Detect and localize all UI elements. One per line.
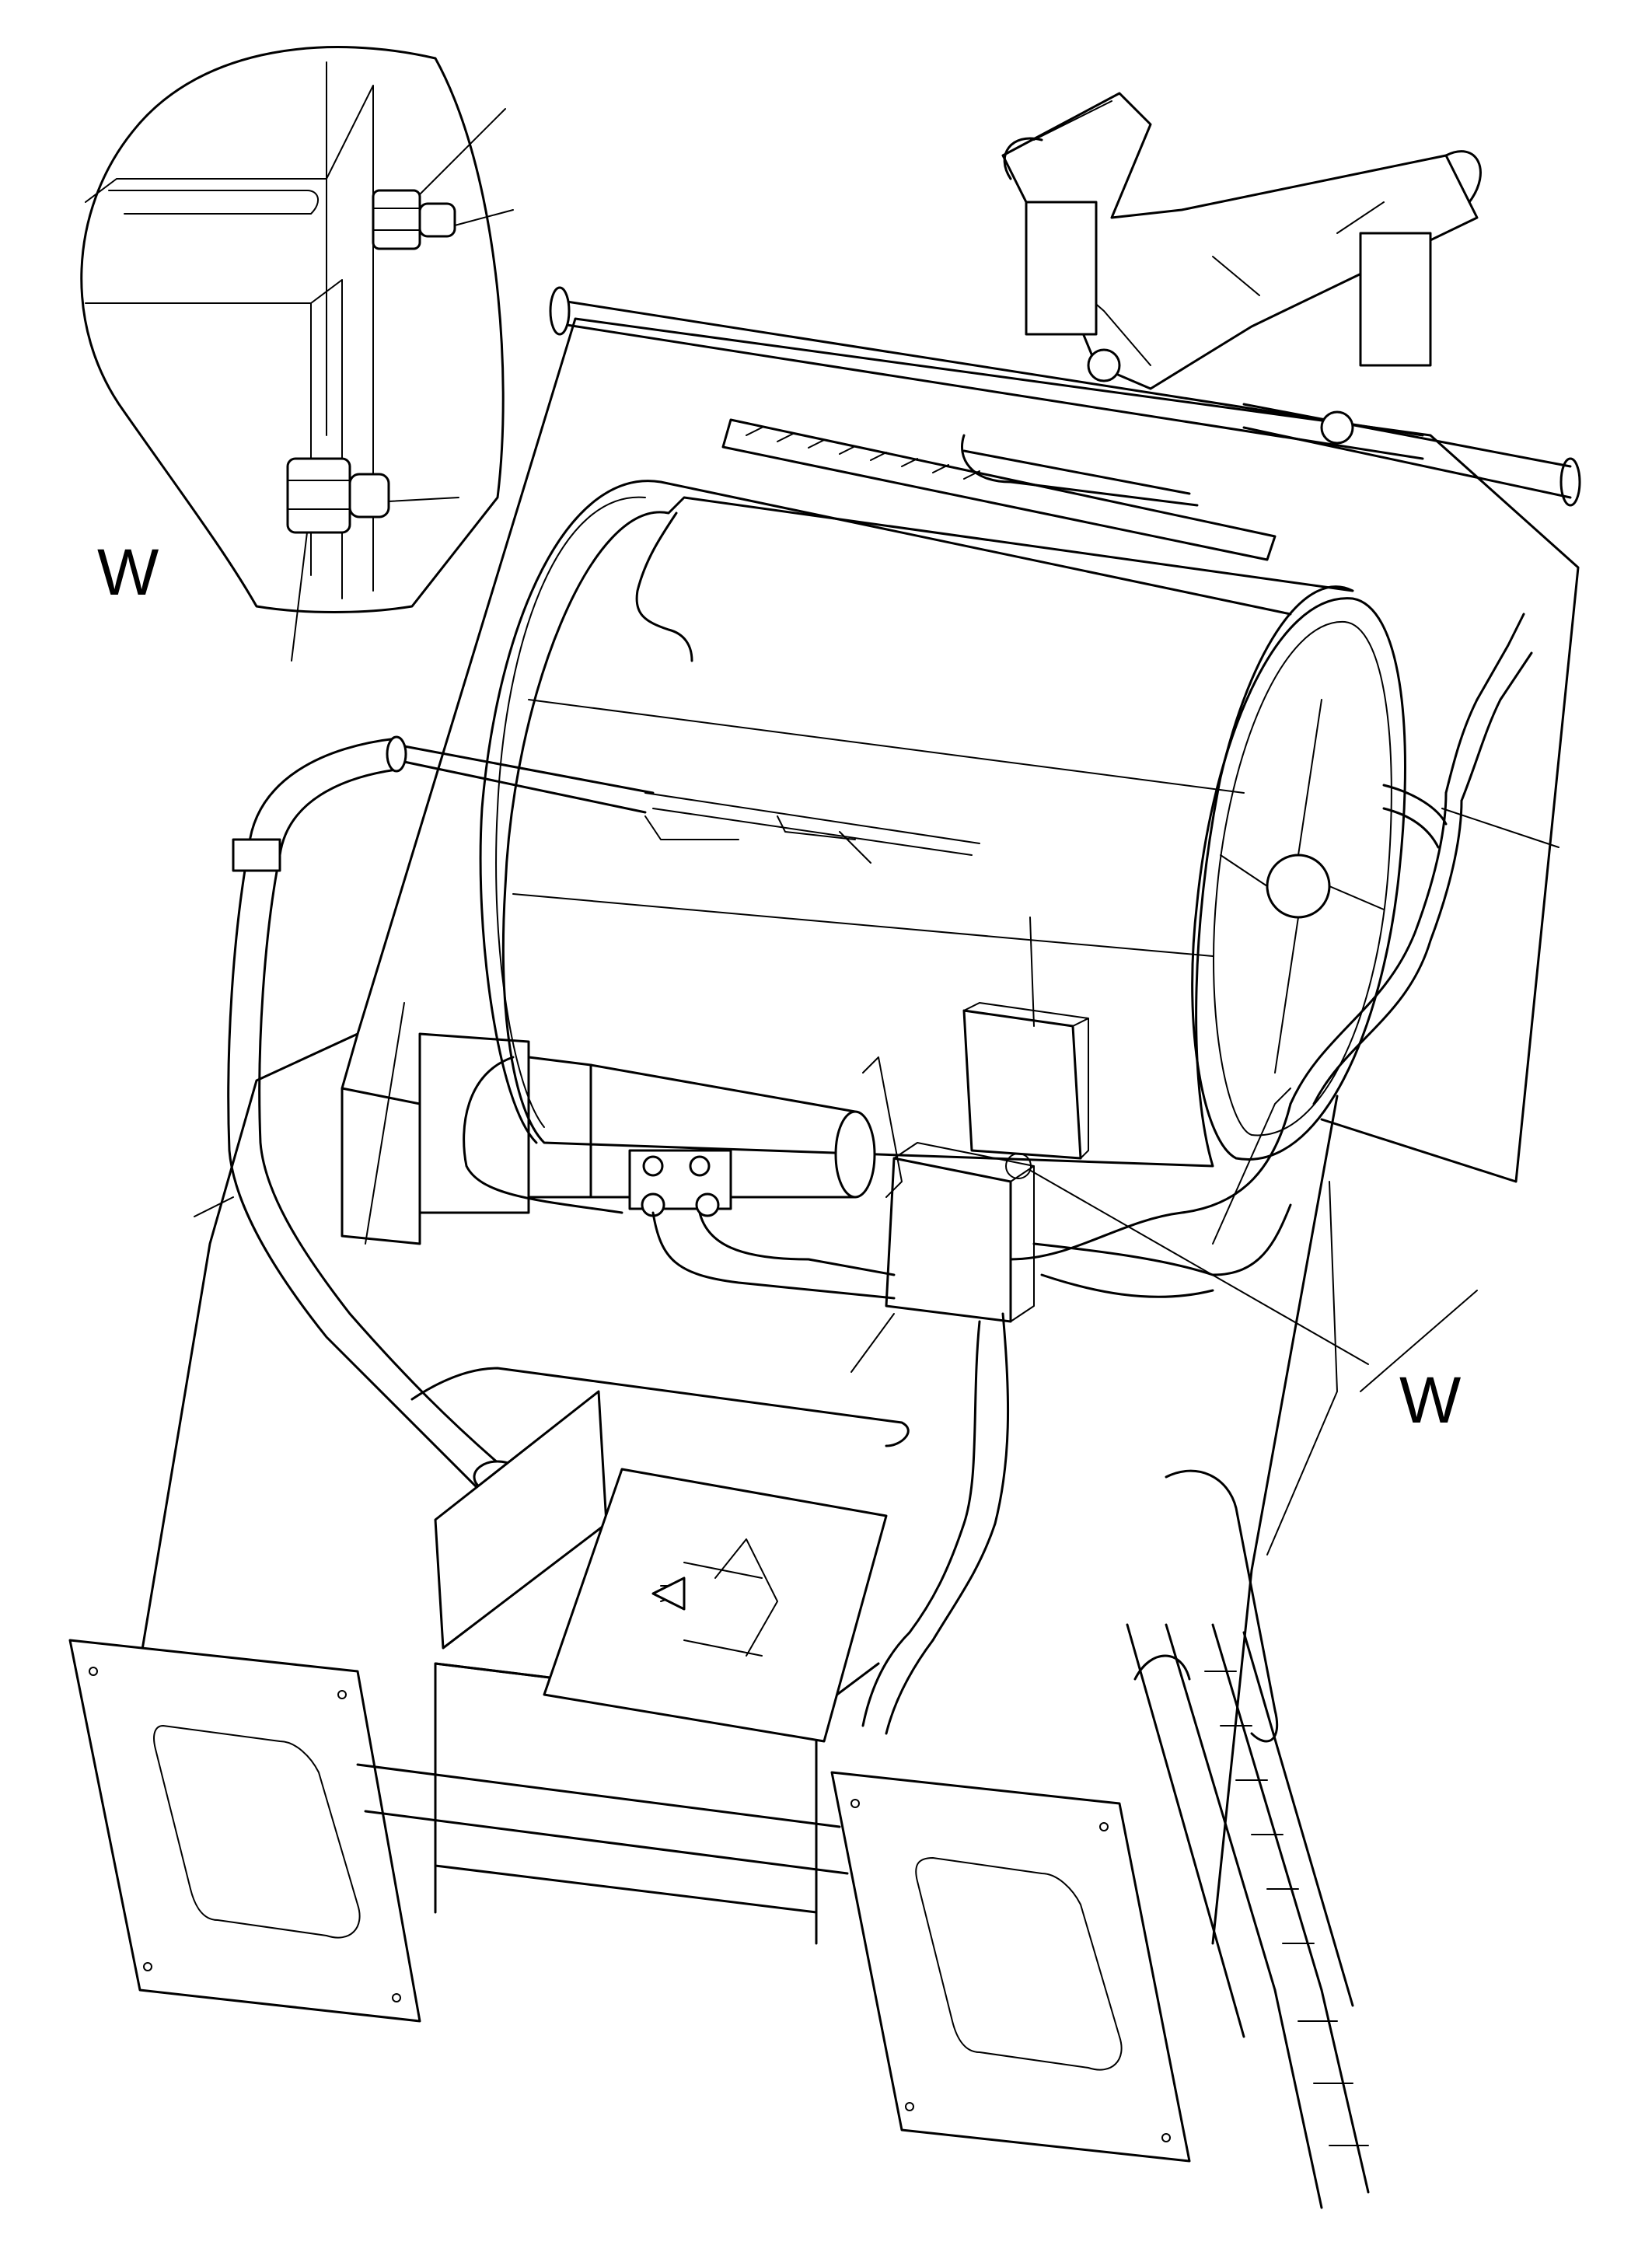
view-callout-w: W xyxy=(1005,1153,1461,1437)
chassis-frame xyxy=(131,317,1580,1945)
drum-flange xyxy=(1191,597,1406,1161)
leader-line xyxy=(1029,917,1035,1027)
drive-motor xyxy=(341,1032,876,1245)
leader-line xyxy=(388,497,459,502)
leader-line xyxy=(291,532,308,662)
detail-view-w: W xyxy=(80,46,514,662)
detail-bubble-outline xyxy=(80,46,505,613)
junction-boxes xyxy=(862,1002,1089,1323)
detail-frame xyxy=(85,61,374,599)
light-strip xyxy=(659,418,1292,616)
machine-assembly xyxy=(68,92,1581,2209)
reel-drum xyxy=(479,480,1406,1168)
drum-left-flange xyxy=(479,480,662,1144)
detail-frame-panel xyxy=(108,190,319,215)
mounting-plate-left xyxy=(68,1639,421,2023)
linkage-bracket-right xyxy=(1359,232,1432,367)
crossbar-end xyxy=(1559,457,1581,507)
access-ladder xyxy=(1126,1469,1370,2209)
leader-line xyxy=(419,108,506,195)
leader-line xyxy=(1441,808,1559,848)
top-crossbar-right xyxy=(1242,403,1572,499)
base-rails xyxy=(356,1763,849,1945)
mounting-plate-right xyxy=(830,1771,1191,2163)
leader-line xyxy=(194,1196,234,1217)
drag-arm xyxy=(644,792,980,864)
hose-clamp xyxy=(232,838,281,872)
linkage-bracket-left xyxy=(1025,201,1098,336)
top-linkage xyxy=(1001,92,1482,445)
top-crossbar xyxy=(550,298,1424,460)
hose-routing xyxy=(463,434,1533,1735)
chassis-sides xyxy=(365,1002,1478,1555)
callout-leader xyxy=(1030,1170,1369,1365)
leader-lines xyxy=(850,808,1559,1373)
crossbar-end xyxy=(549,286,571,336)
upper-fitting xyxy=(372,108,514,250)
callout-target xyxy=(1005,1153,1032,1179)
leader-line xyxy=(454,209,514,226)
detail-view-label: W xyxy=(97,536,159,609)
reservoir-box xyxy=(410,1367,910,1914)
view-callout-label: W xyxy=(1399,1363,1461,1437)
lower-fitting xyxy=(286,457,459,662)
leader-line xyxy=(850,1313,895,1373)
